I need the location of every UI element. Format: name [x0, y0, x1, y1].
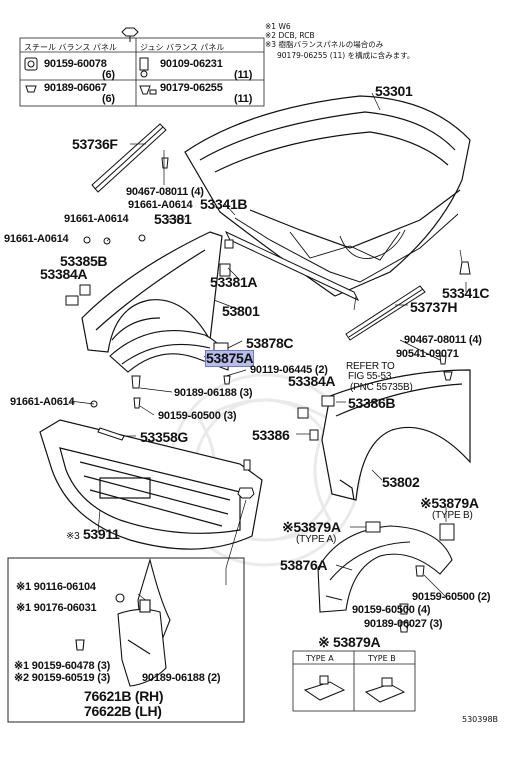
- part-53386[interactable]: 53386: [252, 427, 290, 443]
- part-53911[interactable]: ※3 53911: [66, 526, 120, 543]
- part-53876A[interactable]: 53876A: [280, 557, 328, 573]
- qty-90179-06255: (11): [234, 93, 253, 105]
- type-legend-box: [292, 650, 416, 712]
- clip-type-icons: [303, 675, 406, 703]
- mudguard-76621B: [75, 557, 171, 687]
- seal-53341B: [224, 230, 360, 302]
- part-53875A[interactable]: 53875A: [204, 350, 255, 367]
- part-53879A-type-b[interactable]: ※53879A: [420, 495, 479, 511]
- part-90467-08011-b[interactable]: 90467-08011 (4): [404, 334, 482, 346]
- refer-line-1: REFER TO: [346, 361, 395, 372]
- part-90179-06255[interactable]: 90179-06255: [160, 82, 223, 94]
- seal-strip-53737H: [345, 285, 426, 341]
- part-90189-06067[interactable]: 90189-06067: [44, 82, 107, 94]
- part-90116-06104[interactable]: ※1 90116-06104: [16, 581, 96, 593]
- part-53341C[interactable]: 53341C: [442, 285, 490, 301]
- part-90159-60478[interactable]: ※1 90159-60478 (3): [14, 660, 111, 672]
- part-53801[interactable]: 53801: [222, 303, 260, 319]
- left-fender-53801: [81, 231, 223, 353]
- mudguard-inset-box: [7, 557, 245, 723]
- part-90189-06188-a[interactable]: 90189-06188 (3): [174, 387, 253, 399]
- part-90159-60078[interactable]: 90159-60078: [44, 58, 107, 70]
- part-91661-A0614-c[interactable]: 91661-A0614: [4, 233, 69, 245]
- part-90189-06027[interactable]: 90189-06027 (3): [364, 618, 443, 630]
- part-90109-06231[interactable]: 90109-06231: [160, 58, 223, 70]
- note-2: ※2 DCB, RCB: [265, 31, 315, 40]
- qty-90189-06067: (6): [102, 93, 115, 105]
- part-53341B[interactable]: 53341B: [200, 196, 248, 212]
- refer-line-3: (PNC 55735B): [350, 382, 413, 393]
- part-90159-60500-b[interactable]: 90159-60500 (2): [412, 591, 491, 603]
- part-90159-60519[interactable]: ※2 90159-60519 (3): [14, 672, 111, 684]
- part-76622B[interactable]: 76622B (LH): [84, 703, 162, 719]
- part-53879A-type-a[interactable]: ※53879A: [282, 519, 341, 535]
- fender-liner-53876A: [317, 525, 453, 613]
- front-panel-53911: [39, 419, 263, 550]
- part-53736F[interactable]: 53736F: [72, 136, 118, 152]
- qty-90109-06231: (11): [234, 69, 253, 81]
- label-type-b: (TYPE B): [432, 510, 473, 521]
- part-53381[interactable]: 53381: [154, 211, 192, 227]
- part-53358G[interactable]: 53358G: [140, 429, 189, 445]
- part-53301[interactable]: 53301: [375, 83, 413, 99]
- part-91661-A0614-d[interactable]: 91661-A0614: [10, 396, 75, 408]
- leader-lines: [69, 92, 467, 629]
- part-90159-60500-c[interactable]: 90159-60500 (4): [352, 604, 431, 616]
- part-90176-06031[interactable]: ※1 90176-06031: [16, 602, 97, 614]
- table-header-steel: スチール バランス パネル: [24, 43, 117, 52]
- part-90541-09071[interactable]: 90541-09071: [396, 348, 459, 360]
- part-53878C[interactable]: 53878C: [246, 335, 294, 351]
- part-53385B[interactable]: 53385B: [60, 253, 108, 269]
- part-91661-A0614-a[interactable]: 91661-A0614: [128, 199, 193, 211]
- part-90189-06188-b[interactable]: 90189-06188 (2): [142, 672, 221, 684]
- part-53802[interactable]: 53802: [382, 474, 420, 490]
- part-76621B[interactable]: 76621B (RH): [84, 688, 164, 704]
- part-53384A-right[interactable]: 53384A: [288, 373, 336, 389]
- part-91661-A0614-b[interactable]: 91661-A0614: [64, 213, 129, 225]
- part-53384A-left[interactable]: 53384A: [40, 266, 88, 282]
- part-53386B[interactable]: 53386B: [348, 395, 396, 411]
- part-53737H[interactable]: 53737H: [410, 299, 458, 315]
- hardware-table: [19, 37, 265, 107]
- right-fender-53802: [321, 369, 471, 501]
- part-90159-60500-a[interactable]: 90159-60500 (3): [158, 410, 237, 422]
- seal-strip-53736F: [91, 123, 167, 193]
- legend-53879A-title: ※ 53879A: [318, 634, 381, 650]
- note-3-line2: 90179-06255 (11) を構成に含みます。: [277, 51, 415, 60]
- legend-type-a: TYPE A: [306, 654, 334, 663]
- legend-type-b: TYPE B: [368, 654, 396, 663]
- part-90119-06445[interactable]: 90119-06445 (2): [250, 364, 328, 376]
- seal-53358G: [97, 427, 125, 441]
- note-1: ※1 W6: [265, 22, 291, 31]
- table-header-resin: ジュシ バランス パネル: [140, 43, 225, 52]
- qty-90159-60078: (6): [102, 69, 115, 81]
- part-90467-08011-a[interactable]: 90467-08011 (4): [126, 186, 204, 198]
- label-type-a: (TYPE A): [296, 534, 337, 545]
- note-3: ※3 樹脂バランスパネルの場合のみ: [265, 40, 384, 49]
- figure-code: 530398B: [462, 715, 499, 724]
- top-bolt-icon: [121, 27, 139, 42]
- refer-line-2: FIG 55-53: [348, 371, 392, 382]
- small-fastener-icons: [24, 57, 157, 95]
- part-53381A[interactable]: 53381A: [210, 274, 258, 290]
